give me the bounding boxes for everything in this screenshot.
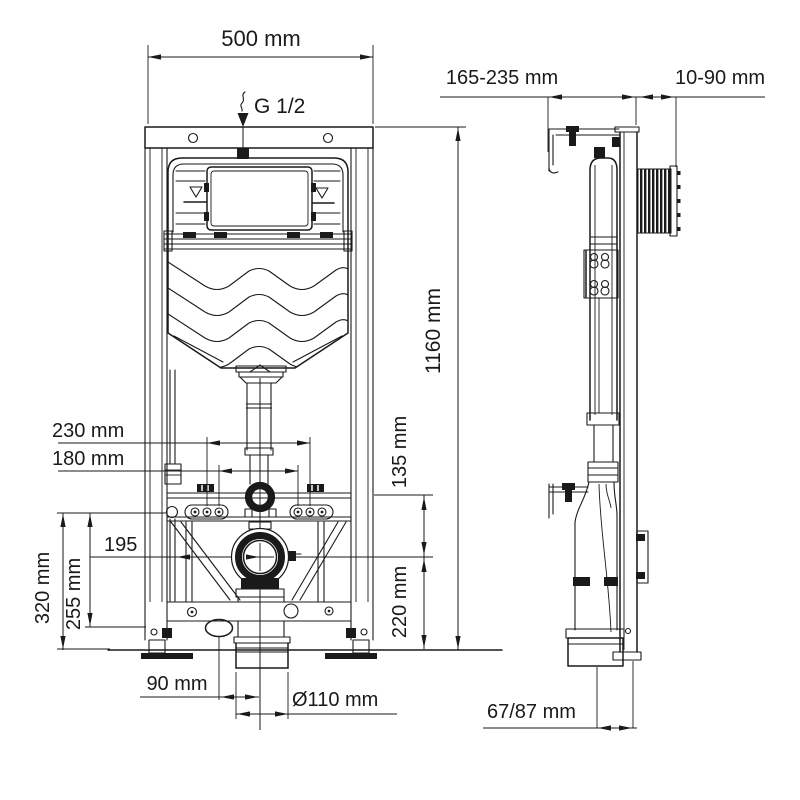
water-inlet-fitting — [237, 148, 249, 159]
cistern-side-panels — [175, 170, 341, 225]
bolt-slot-right — [289, 504, 334, 520]
dim-outlet-depth-label: 67/87 mm — [487, 701, 576, 723]
frame-feet — [141, 628, 377, 659]
rail-clamp-left — [197, 484, 214, 492]
dim-outlet-offset: 195 — [104, 534, 259, 560]
dim-depth-adjust: 165-235 mm 10-90 mm — [440, 67, 765, 167]
dim-width: 500 mm — [147, 26, 374, 124]
drain-elbow — [565, 628, 625, 667]
diagonal-brace — [170, 521, 231, 601]
cistern-support-band — [163, 230, 353, 252]
dim-offset-label: 195 — [104, 534, 137, 556]
dim-bolt-outer: 230 mm — [52, 420, 311, 506]
dim-rail-base-label: 255 mm — [63, 558, 85, 630]
frame — [141, 126, 377, 659]
rail-clamp-right — [307, 484, 324, 492]
cistern — [163, 148, 353, 369]
side-cistern — [583, 147, 620, 426]
flush-bend — [573, 424, 619, 633]
dim-diameter-label: Ø110 mm — [292, 689, 378, 711]
dim-width-label: 500 mm — [221, 26, 300, 51]
front-view — [141, 126, 377, 669]
dim-depth-label: 165-235 mm — [446, 67, 558, 89]
dim-rail-outlet-label: 135 mm — [389, 416, 411, 488]
dim-height-label: 1160 mm — [422, 288, 445, 374]
fitting-panel — [583, 249, 619, 299]
top-bolt-hole-right — [322, 132, 334, 144]
bolt-slot-left — [184, 504, 229, 520]
fitting-valves — [589, 252, 610, 296]
dim-bolt-outer-label: 230 mm — [52, 420, 124, 442]
access-window — [206, 166, 313, 231]
dim-inlet-label: G 1/2 — [254, 95, 305, 118]
water-level-mark-left — [189, 186, 203, 198]
mounting-rail — [165, 484, 352, 522]
wall-anchor-lower — [548, 483, 589, 519]
mounting-plate — [636, 530, 649, 584]
construction-lines — [90, 127, 433, 730]
dim-height: 1160 mm — [375, 126, 466, 650]
bolt-holes — [190, 507, 327, 517]
dim-left-vertical: 320 mm 255 mm — [32, 512, 166, 650]
reference-hole — [165, 505, 179, 519]
dim-rail-floor-label: 320 mm — [32, 552, 54, 624]
flush-pipe — [235, 364, 287, 518]
dim-trap-offset: 90 mm — [140, 637, 259, 700]
side-view — [548, 126, 681, 667]
wall-bracket-top — [548, 126, 620, 174]
top-bolt-hole-left — [187, 132, 199, 144]
dim-outlet-depth: 67/87 mm — [483, 661, 637, 731]
dim-outlet-diameter: Ø110 mm — [235, 672, 397, 719]
water-level-mark-right — [315, 187, 329, 199]
dim-inlet-thread: G 1/2 — [237, 91, 305, 127]
dimensions: 500 mm G 1/2 1160 mm 165-235 mm 1 — [32, 26, 765, 731]
corrugated-sleeve — [637, 165, 681, 237]
trap-connector — [204, 618, 234, 638]
drain-pipe — [233, 596, 291, 669]
dim-bolt-inner: 180 mm — [52, 448, 299, 506]
dim-trap-label: 90 mm — [146, 673, 207, 695]
dim-bolt-inner-label: 180 mm — [52, 448, 124, 470]
drain-outlet — [230, 521, 302, 598]
dim-outlet-vertical: 135 mm 220 mm — [374, 416, 433, 649]
dim-wall-label: 10-90 mm — [675, 67, 765, 89]
dim-outlet-height-label: 220 mm — [389, 566, 411, 638]
